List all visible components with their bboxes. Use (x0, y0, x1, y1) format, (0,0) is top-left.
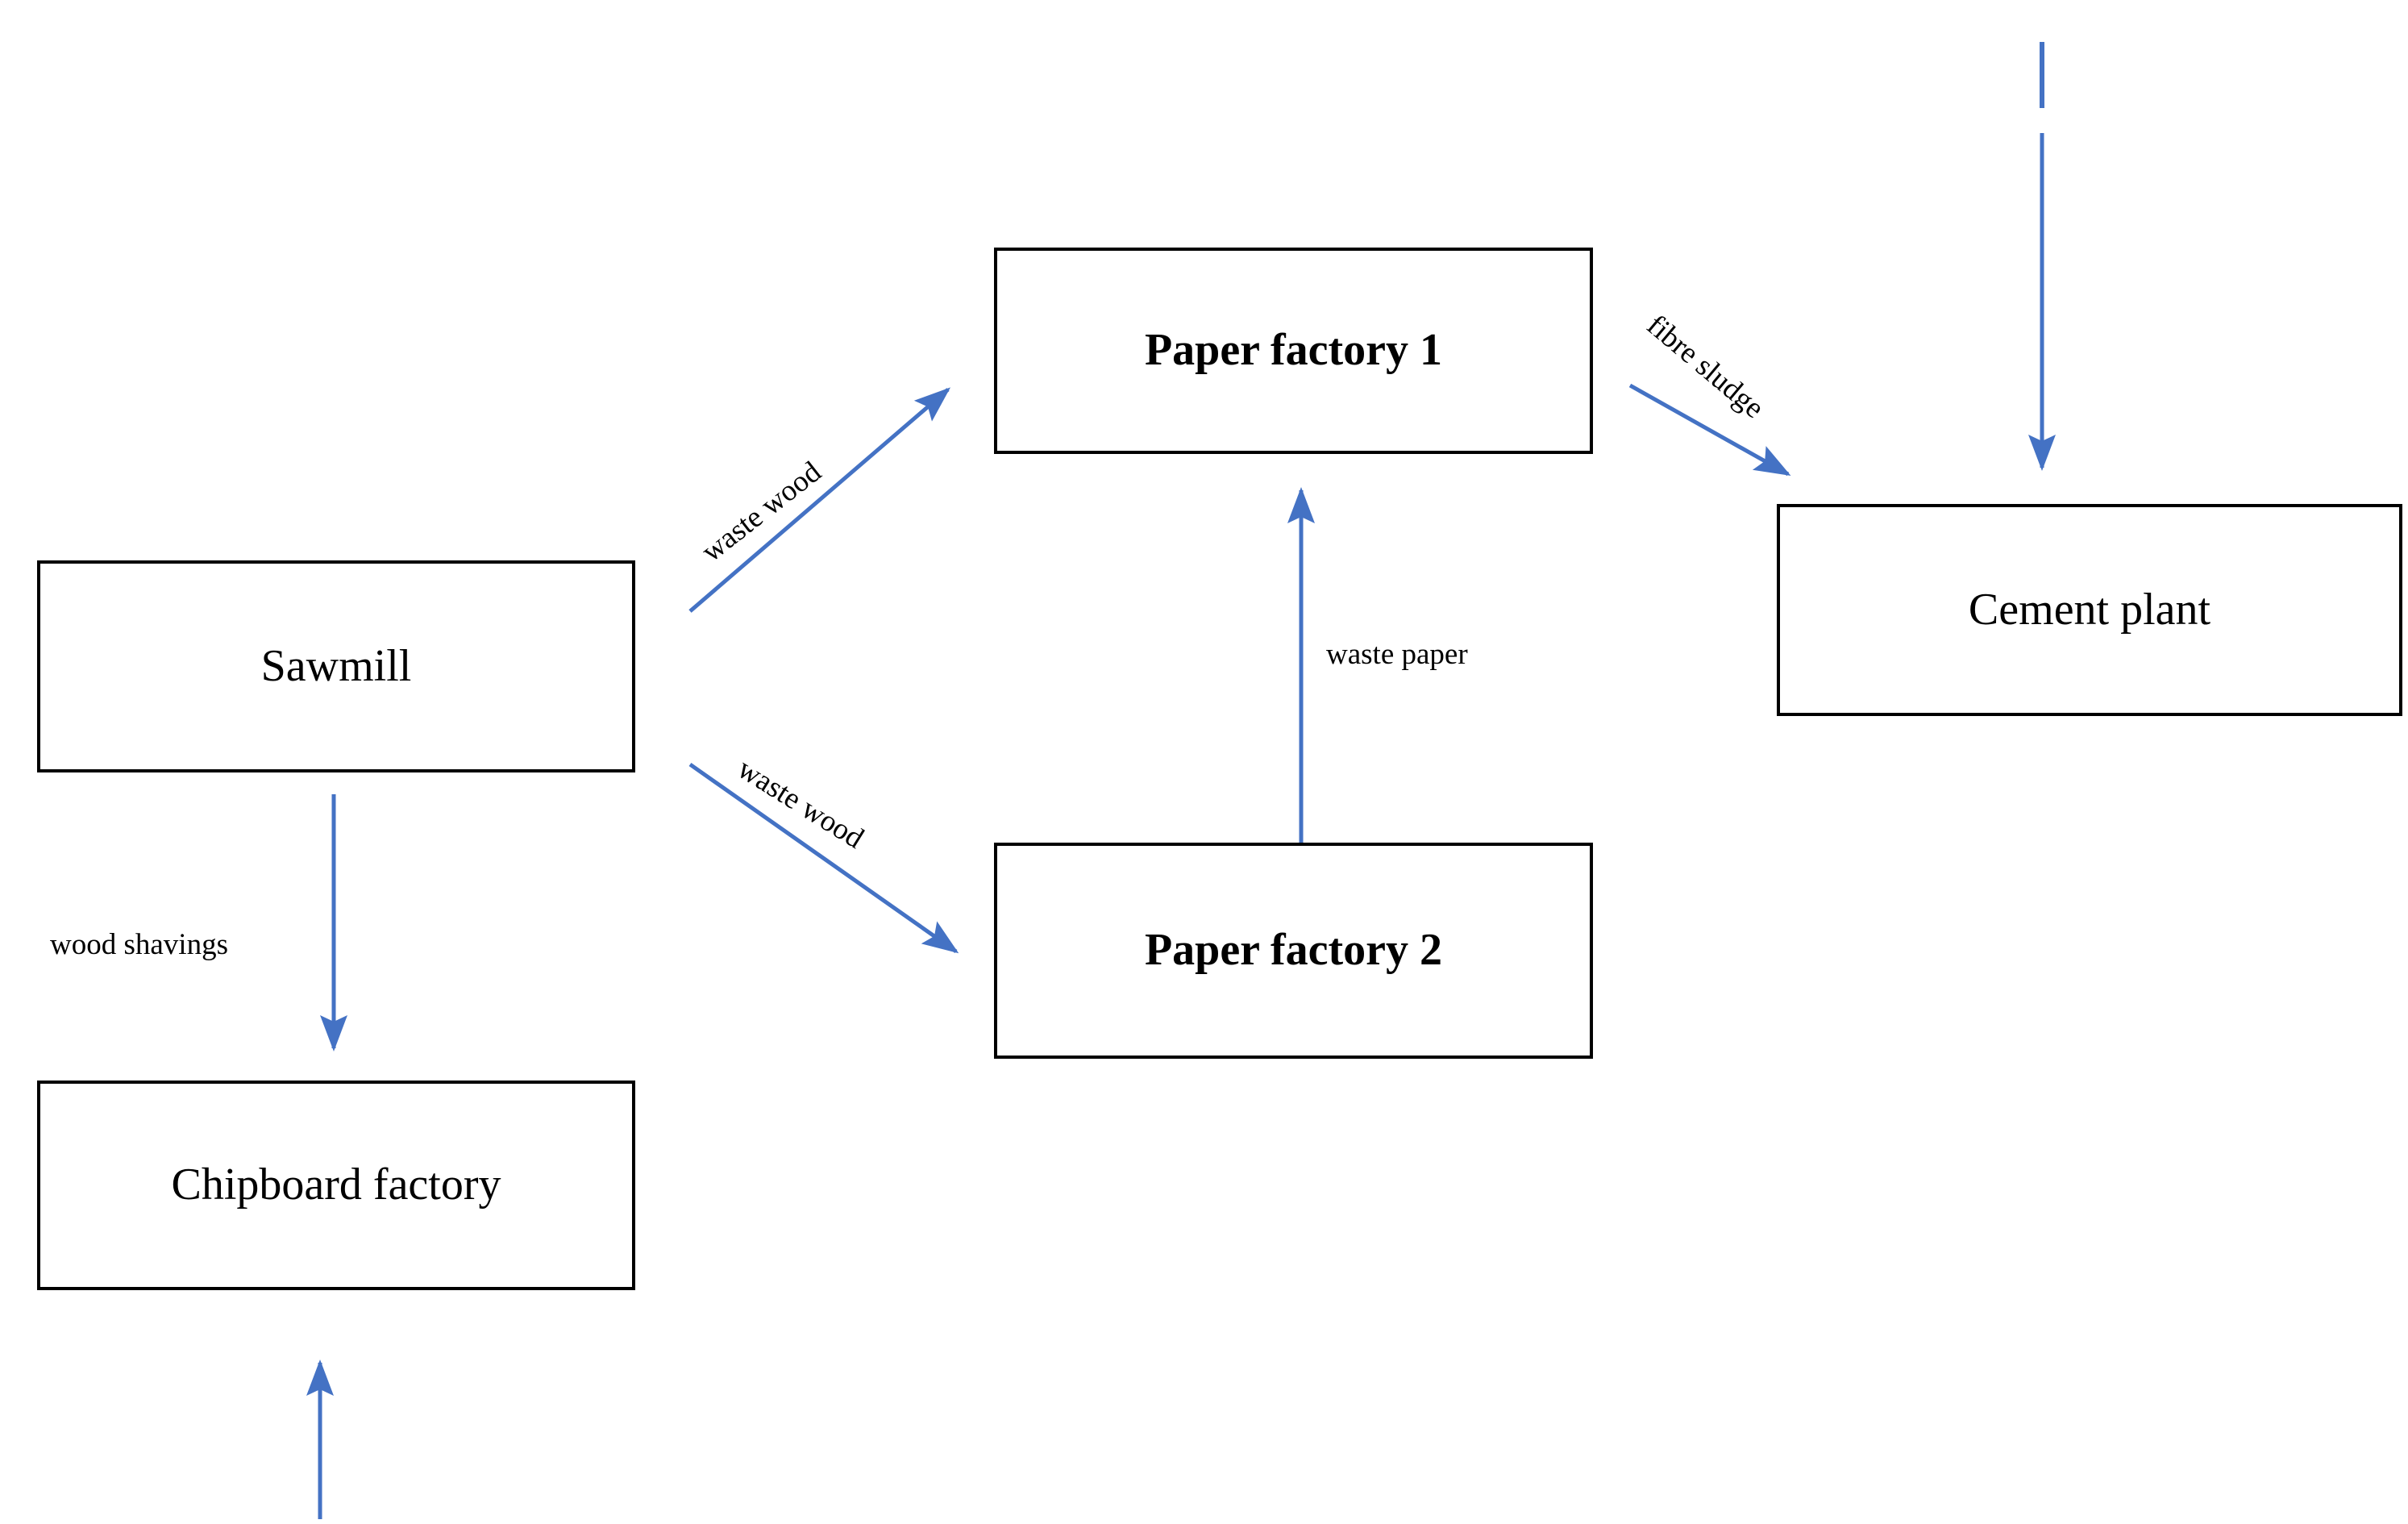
edge-label-waste-paper: waste paper (1326, 638, 1468, 671)
node-sawmill[interactable]: Sawmill (37, 560, 635, 772)
node-label-sawmill: Sawmill (260, 640, 412, 691)
node-paper-factory-1[interactable]: Paper factory 1 (994, 248, 1593, 454)
edge-sawmill-to-paper2 (688, 762, 959, 954)
node-label-paper-factory-1: Paper factory 1 (1144, 325, 1443, 376)
node-label-cement-plant: Cement plant (1968, 584, 2211, 635)
node-label-paper-factory-2: Paper factory 2 (1144, 925, 1443, 976)
edge-label-waste-wood-paper2: waste wood (731, 752, 870, 856)
edge-sawmill-to-paper1 (688, 387, 951, 613)
edge-label-fibre-sludge: fibre sludge (1641, 308, 1770, 426)
node-paper-factory-2[interactable]: Paper factory 2 (994, 843, 1593, 1059)
node-label-chipboard-factory: Chipboard factory (171, 1160, 501, 1210)
node-chipboard-factory[interactable]: Chipboard factory (37, 1081, 635, 1290)
edge-label-wood-shavings: wood shavings (50, 928, 228, 961)
node-cement-plant[interactable]: Cement plant (1777, 504, 2402, 716)
edge-label-waste-wood-paper1: waste wood (695, 455, 828, 569)
